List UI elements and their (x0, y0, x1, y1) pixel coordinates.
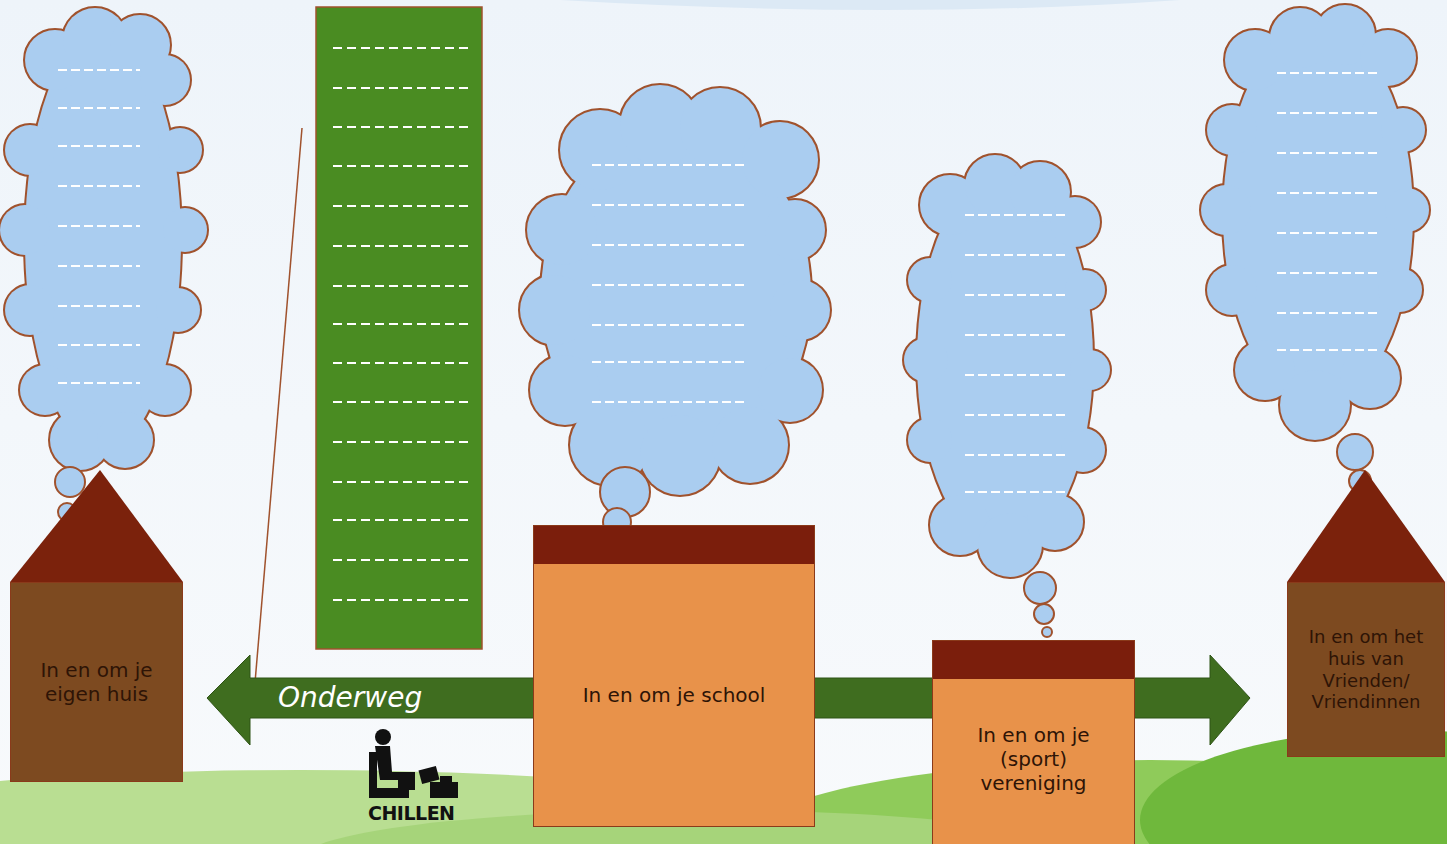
box-body: In en om je eigen huis (11, 583, 182, 781)
roof-band (933, 641, 1134, 679)
place-name: In en om je eigen huis (29, 658, 164, 706)
roof-band (534, 526, 814, 564)
box-body: In en om het huis van Vrienden/ Vriendin… (1288, 583, 1444, 756)
road-label: Onderweg (278, 678, 422, 718)
icon-caption: CHILLEN (368, 800, 455, 826)
place-name: In en om je school (583, 683, 766, 707)
box-body: In en om je school (534, 564, 814, 826)
box-body: In en om je (sport) vereniging (933, 679, 1134, 844)
place-box: In en om je eigen huis (10, 582, 183, 782)
place-name: In en om het huis van Vrienden/ Vriendin… (1298, 626, 1434, 712)
place-box: In en om het huis van Vrienden/ Vriendin… (1287, 582, 1445, 757)
place-name: In en om je (sport) vereniging (973, 723, 1094, 795)
place-box: In en om je school (533, 525, 815, 827)
place-box: In en om je (sport) vereniging (932, 640, 1135, 844)
